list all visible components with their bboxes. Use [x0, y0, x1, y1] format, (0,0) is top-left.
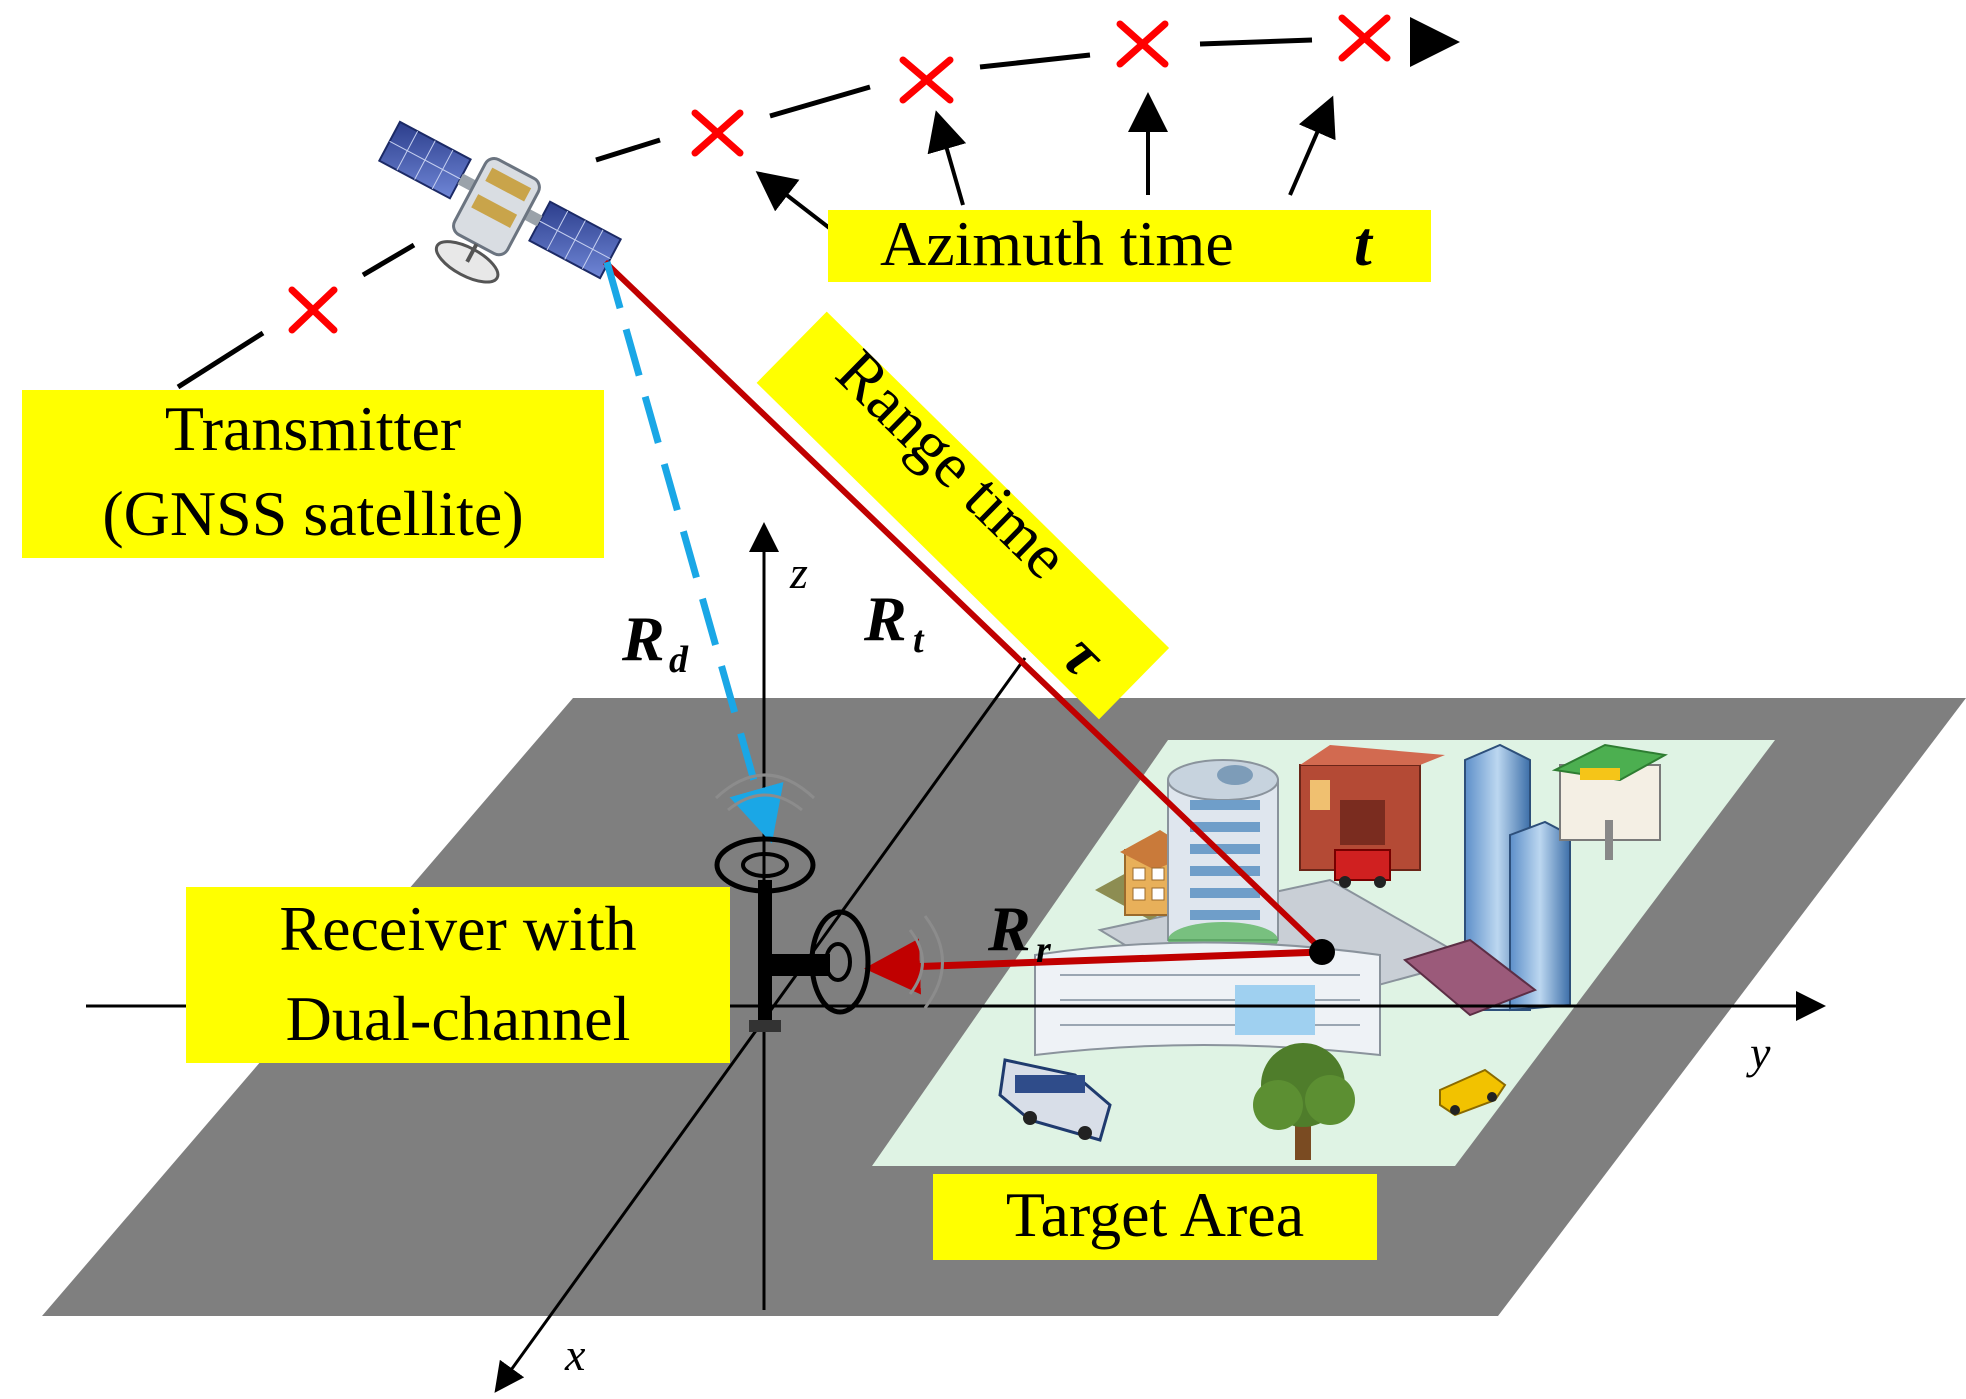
- target-point: [1309, 939, 1335, 965]
- target-area-text: Target Area: [1006, 1179, 1304, 1250]
- distance-rr-sub: r: [1036, 929, 1052, 971]
- position-marker: [288, 286, 338, 334]
- azimuth-time-symbol: t: [1354, 208, 1374, 279]
- receiver-label: Receiver with Dual-channel: [186, 887, 730, 1063]
- receiver-label-line1: Receiver with: [279, 893, 636, 964]
- distance-rt-sub: t: [913, 619, 925, 661]
- distance-rd-main: R: [621, 603, 665, 674]
- satellite-icon: [377, 120, 623, 284]
- axis-y-label: y: [1746, 1027, 1771, 1078]
- target-area-label: Target Area: [933, 1174, 1377, 1260]
- distance-rd-sub: d: [669, 639, 689, 681]
- axis-x-label: x: [564, 1329, 586, 1380]
- satellite-orbit: [176, 17, 1460, 390]
- distance-rt-label: R t: [863, 583, 925, 661]
- receiver-label-line2: Dual-channel: [286, 983, 631, 1054]
- position-marker: [899, 56, 954, 104]
- azimuth-time-text: Azimuth time: [880, 208, 1234, 279]
- receiver-antenna-icon: [714, 773, 944, 1032]
- position-marker: [691, 109, 744, 157]
- azimuth-time-label: Azimuth time t: [828, 208, 1431, 282]
- transmitter-label: Transmitter (GNSS satellite): [22, 390, 604, 558]
- azimuth-pointers: [755, 92, 1336, 232]
- transmit-path-rt: [602, 259, 1325, 953]
- direct-path-rd: [603, 261, 784, 844]
- distance-rd-label: R d: [621, 603, 689, 681]
- transmitter-label-line1: Transmitter: [165, 393, 461, 464]
- distance-rr-main: R: [987, 893, 1031, 964]
- distance-rt-main: R: [863, 583, 907, 654]
- range-time-label: Range time τ: [756, 311, 1170, 720]
- position-marker: [1116, 20, 1169, 68]
- position-marker: [1338, 14, 1391, 62]
- azimuth-position-markers: [288, 14, 1391, 334]
- distance-rr-label: R r: [987, 893, 1052, 971]
- transmitter-label-line2: (GNSS satellite): [102, 478, 523, 549]
- receive-path-rr: [864, 938, 1323, 995]
- axis-z-label: z: [789, 547, 808, 598]
